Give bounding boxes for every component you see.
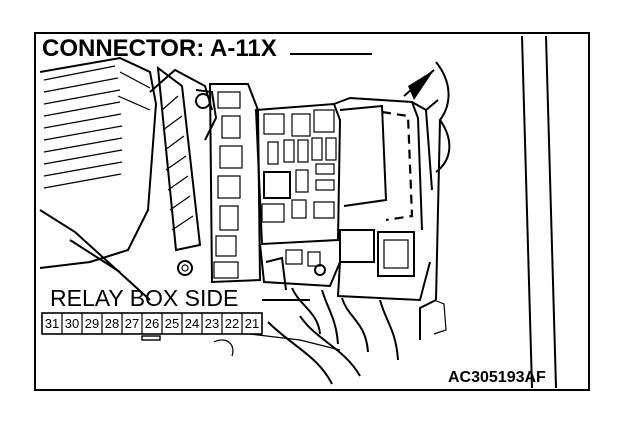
connector-pin-31: 31 (45, 316, 59, 331)
connector-pin-30: 30 (65, 316, 79, 331)
connector-pin-27: 27 (125, 316, 139, 331)
diagram-title: CONNECTOR: A-11X (42, 35, 277, 62)
connector-pin-25: 25 (165, 316, 179, 331)
connector-pin-23: 23 (205, 316, 219, 331)
relay-box-side-label: RELAY BOX SIDE (50, 285, 238, 311)
figure-frame (34, 32, 590, 391)
connector-pin-22: 22 (225, 316, 239, 331)
figure-code: AC305193AF (448, 369, 546, 386)
connector-pin-row: 31 30 29 28 27 26 25 24 23 22 21 (41, 312, 263, 335)
connector-pin-21: 21 (245, 316, 259, 331)
connector-pin-26: 26 (145, 316, 159, 331)
connector-pin-28: 28 (105, 316, 119, 331)
connector-pin-29: 29 (85, 316, 99, 331)
connector-key-notch (141, 335, 161, 341)
illustration (39, 35, 557, 389)
connector-pin-24: 24 (185, 316, 199, 331)
